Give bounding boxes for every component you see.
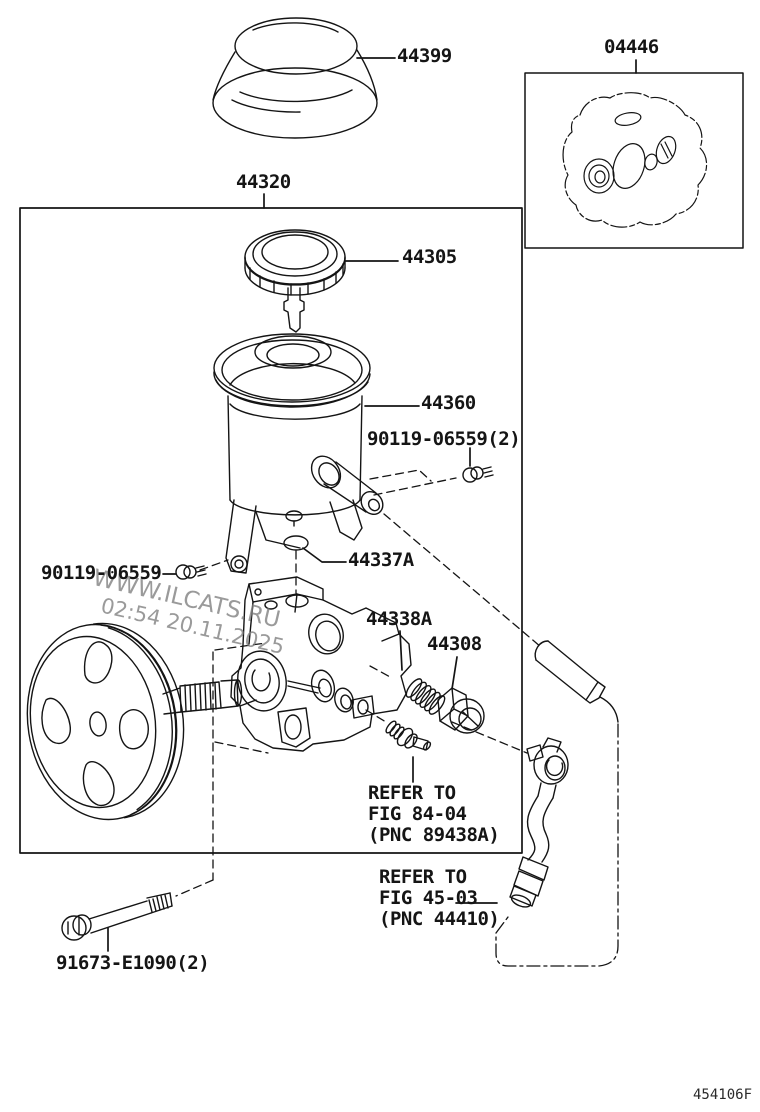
label-gasket: 44337A — [348, 549, 414, 571]
leader-lines — [107, 57, 637, 952]
refer1-line2: FIG 84-04 — [368, 803, 467, 825]
figure-code: 454106F — [693, 1087, 753, 1103]
hose-sleeve-drawing — [534, 640, 619, 723]
refer2-line3: (PNC 44410) — [379, 908, 500, 930]
label-bolt-c: 91673-E1090(2) — [56, 952, 210, 974]
reservoir-drawing — [213, 333, 384, 574]
pressure-switch-drawing — [385, 720, 432, 751]
refer2-line1: REFER TO — [379, 866, 467, 888]
label-outer-cap: 44399 — [397, 45, 452, 67]
reservoir-cap-drawing — [244, 229, 346, 333]
refer2-line2: FIG 45-03 — [379, 887, 478, 909]
refer1-line1: REFER TO — [368, 782, 456, 804]
refer1-line3: (PNC 89438A) — [368, 824, 500, 846]
label-reservoir-cap: 44305 — [402, 246, 457, 268]
bolt-91673-drawing — [61, 892, 173, 941]
assembly-box-44320 — [19, 207, 523, 854]
refer-note-fig84: REFER TO FIG 84-04 (PNC 89438A) — [368, 782, 500, 846]
kit-box-04446 — [524, 72, 744, 249]
label-reservoir: 44360 — [421, 392, 476, 414]
outer-cap-drawing — [212, 17, 378, 139]
label-bolt-b: 90119-06559 — [41, 562, 162, 584]
bolt-90119-left-drawing — [175, 564, 207, 580]
banjo-hose-drawing — [509, 737, 569, 908]
refer-note-fig45: REFER TO FIG 45-03 (PNC 44410) — [379, 866, 500, 930]
union-44308-drawing — [405, 678, 485, 734]
label-gasket-kit: 04446 — [604, 36, 659, 58]
label-bolt-a: 90119-06559(2) — [367, 428, 521, 450]
bolt-90119-upper-drawing — [462, 466, 494, 483]
pulley-drawing — [26, 622, 243, 821]
oring-44337A-drawing — [283, 535, 309, 551]
gasket-kit-drawing — [562, 92, 708, 228]
dash-dot-boundary — [495, 723, 619, 967]
dashed-guide-lines — [175, 469, 542, 897]
label-pump-assy: 44320 — [236, 171, 291, 193]
label-oring: 44338A — [366, 608, 432, 630]
label-union: 44308 — [427, 633, 482, 655]
pump-body-drawing — [230, 576, 412, 752]
